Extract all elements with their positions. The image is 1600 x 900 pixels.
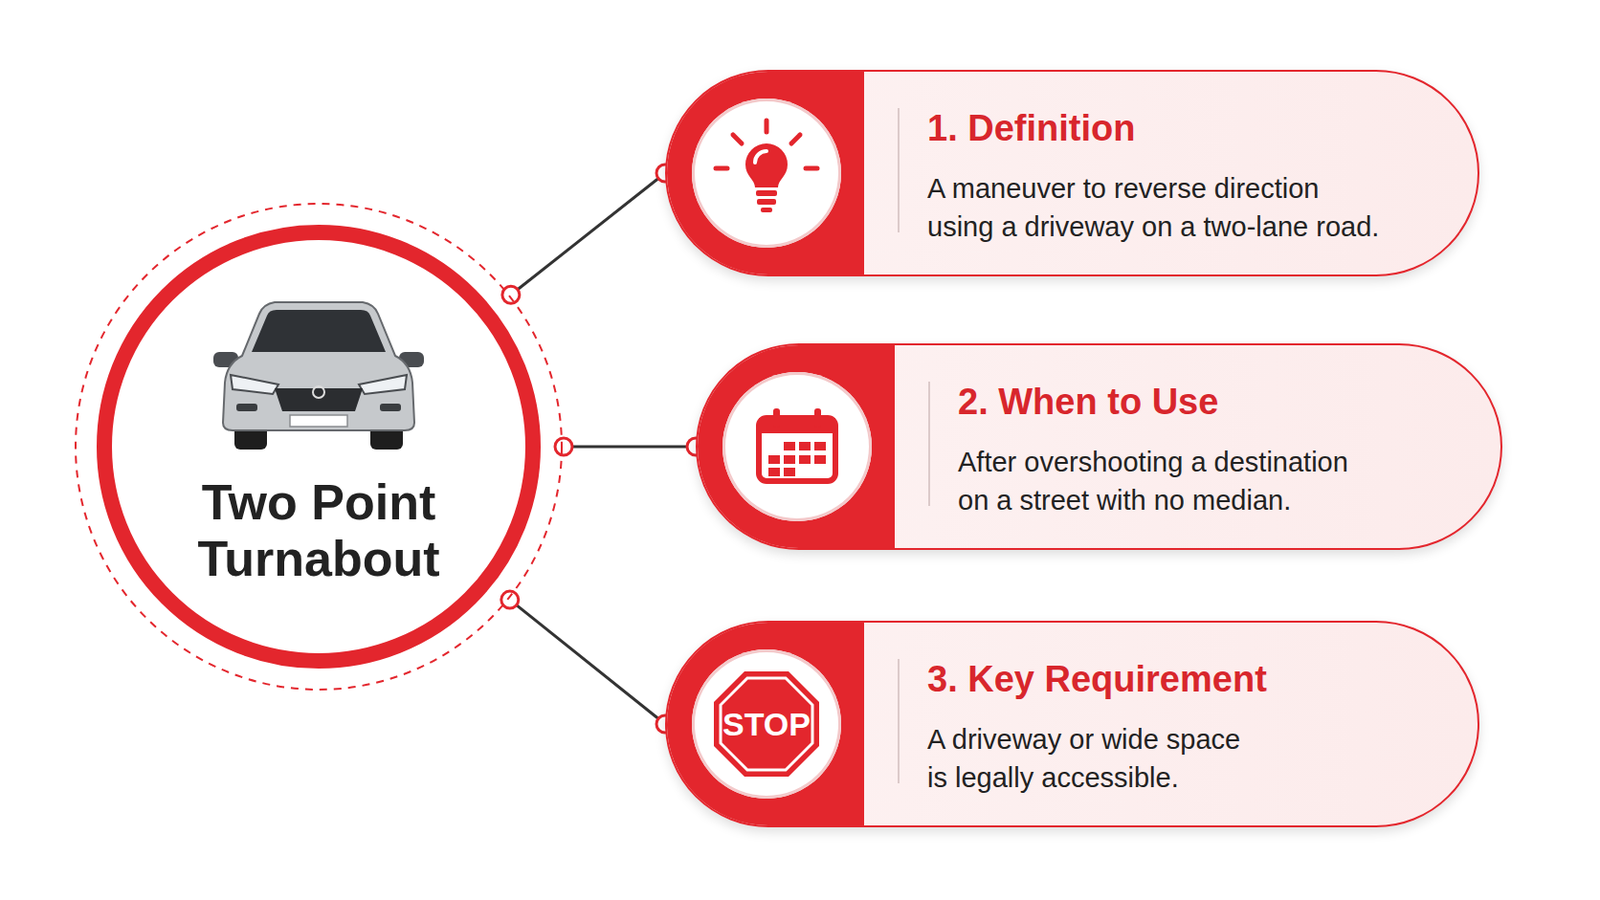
card-heading: 2. When to Use	[957, 379, 1475, 424]
card-heading: 3. Key Requirement	[927, 657, 1445, 702]
connector-dot	[555, 438, 573, 456]
connector-dot	[502, 286, 520, 304]
card-text: 3. Key Requirement A driveway or wide spa…	[927, 657, 1445, 798]
card-body: A driveway or wide space is legally acce…	[927, 720, 1445, 798]
connector-line	[563, 445, 696, 449]
card-body: After overshooting a destination on a st…	[957, 443, 1475, 520]
connector-line	[510, 600, 666, 725]
connector-dot	[501, 591, 519, 609]
divider-line	[897, 659, 900, 784]
card-text: 2. When to UseAfter overshooting a desti…	[957, 379, 1475, 520]
card-heading: 1. Definition	[927, 106, 1445, 151]
divider-line	[897, 108, 900, 233]
icon-disc	[691, 98, 842, 248]
dashed-ring	[75, 203, 562, 690]
hub-circle: Two Point Turnabout	[73, 201, 564, 692]
step-card: 2. When to UseAfter overshooting a desti…	[695, 343, 1503, 551]
icon-disc	[722, 372, 872, 522]
card-body: A maneuver to reverse direction using a …	[927, 169, 1445, 246]
step-card: 1. Definition A maneuver to reverse direc…	[665, 69, 1480, 277]
hub-outline	[73, 201, 564, 692]
stop-text: STOP	[709, 703, 824, 746]
connector-line	[511, 173, 666, 295]
hub-title: Two Point Turnabout	[175, 474, 463, 588]
hub-ring	[104, 232, 534, 662]
card-text: 1. Definition A maneuver to reverse direc…	[927, 106, 1445, 246]
divider-line	[928, 381, 931, 507]
